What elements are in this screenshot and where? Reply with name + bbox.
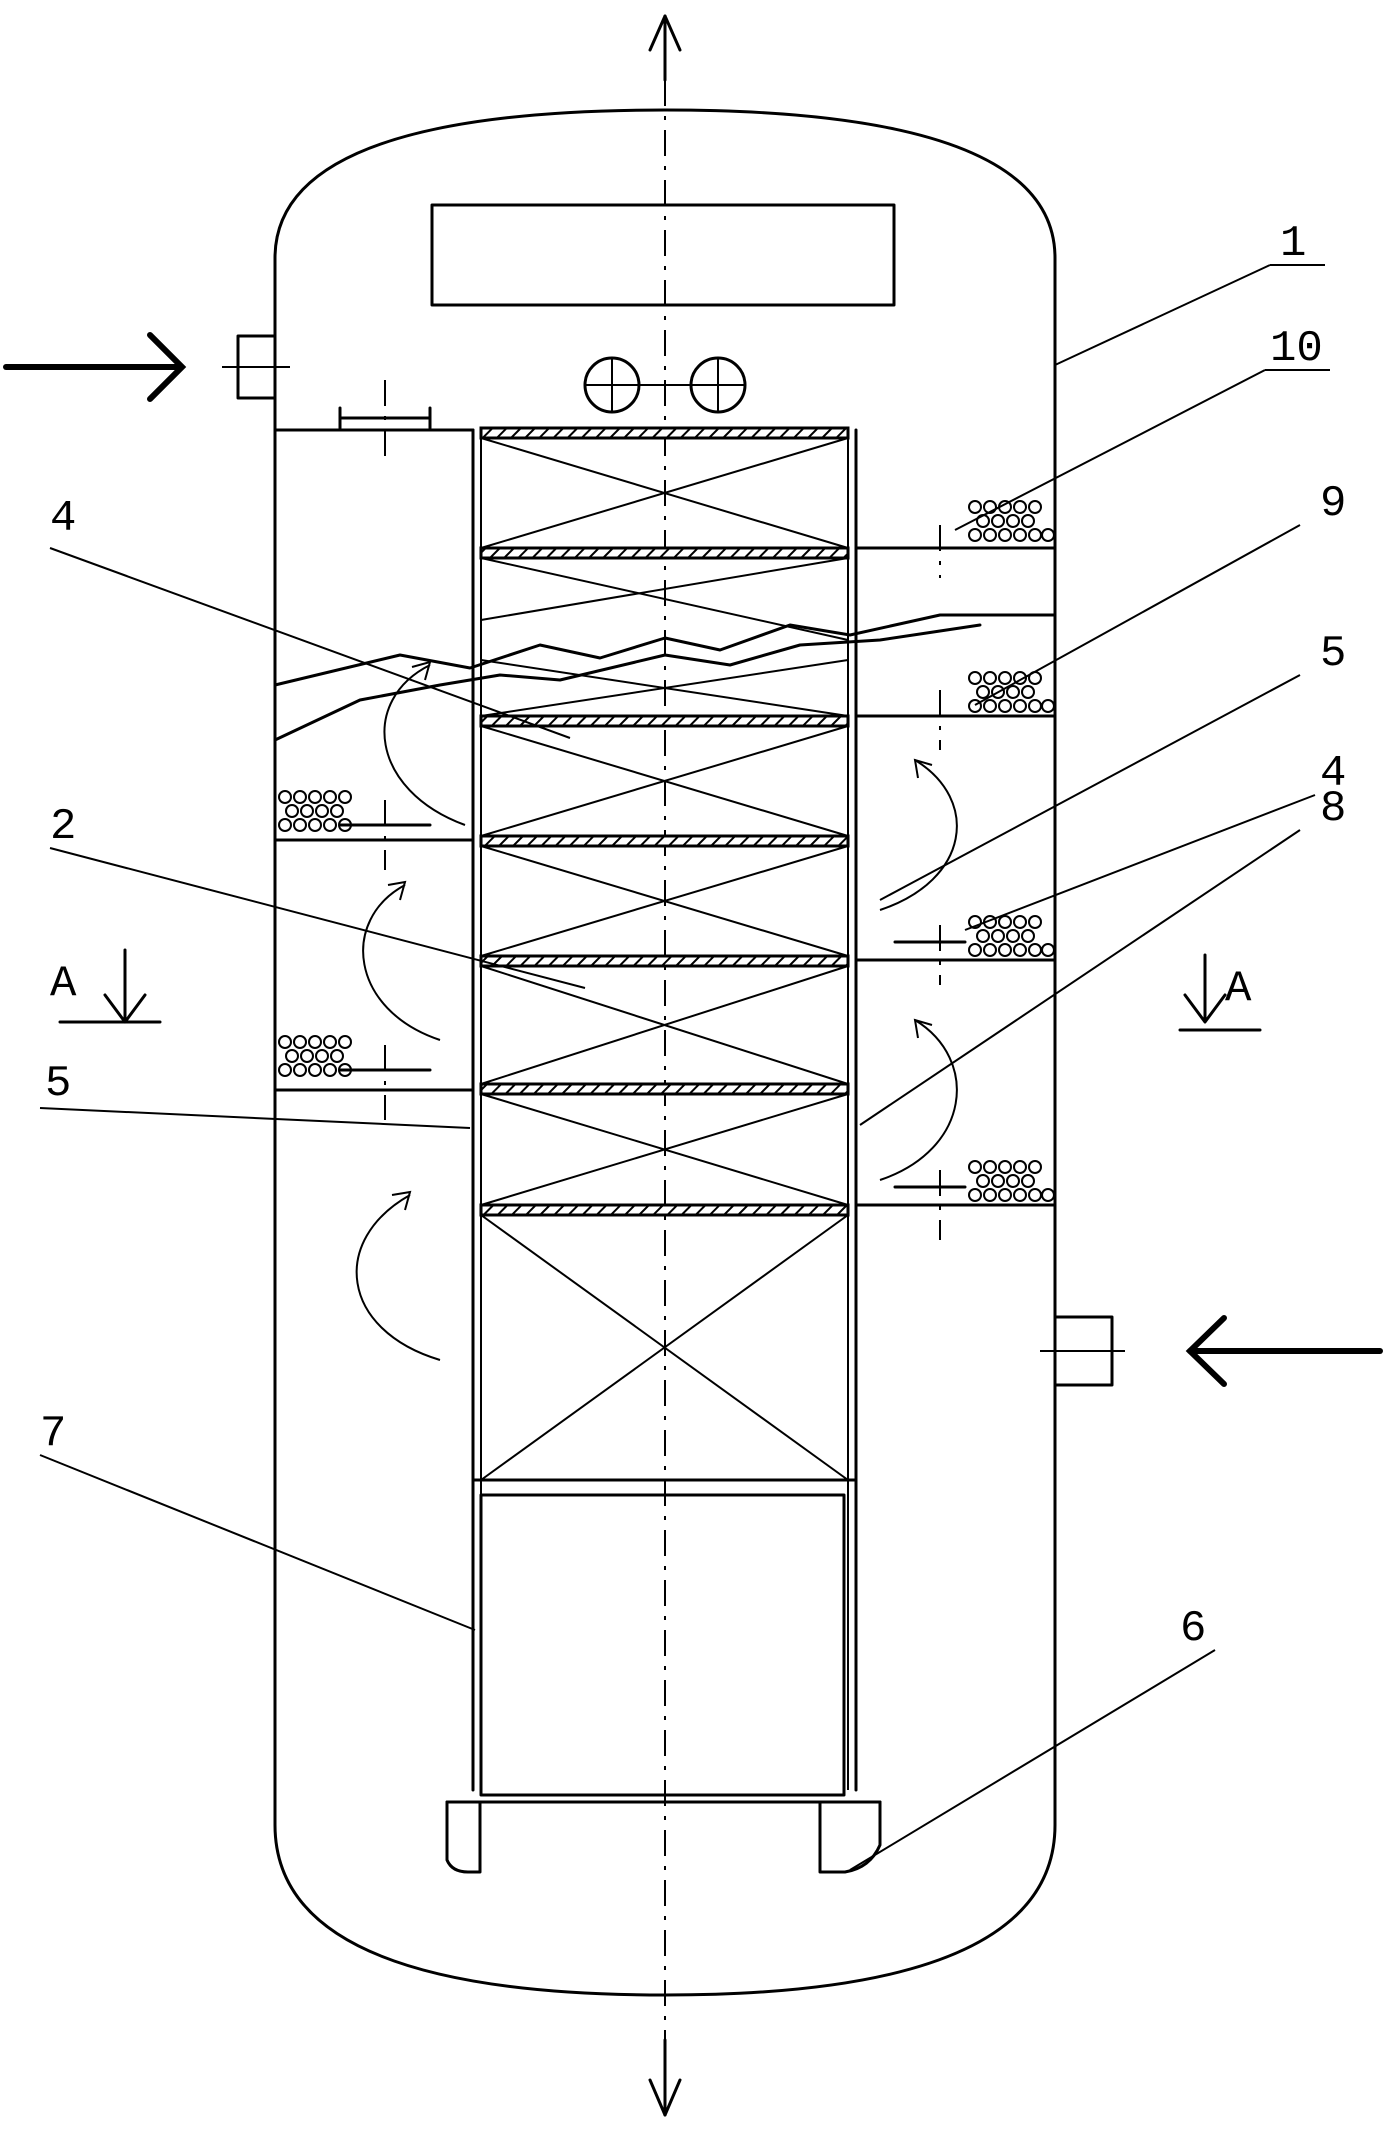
top-outlet-arrow	[648, 14, 682, 82]
supports	[445, 1800, 882, 1874]
tray	[479, 546, 850, 560]
label-section-right: A	[1225, 964, 1252, 1014]
label-coil-top: 10	[1270, 324, 1323, 374]
bottom-outlet-arrow	[648, 2038, 682, 2117]
coil-bundle-left-1	[278, 790, 432, 870]
label-inner-cylinder: 7	[40, 1409, 66, 1459]
label-shell: 1	[1280, 219, 1306, 269]
coil-bundle-right-4	[893, 1160, 1055, 1240]
tray	[479, 714, 850, 728]
label-wall: 8	[1320, 784, 1346, 834]
label-support: 6	[1180, 1604, 1206, 1654]
flow-arrows	[355, 660, 958, 1361]
left-inlet	[3, 332, 290, 402]
break-line	[273, 613, 1057, 687]
tray	[479, 954, 850, 968]
label-tray-right: 4	[1320, 749, 1346, 799]
twin-circles	[583, 356, 747, 414]
top-left-nozzle	[338, 380, 432, 460]
break-line-lower	[273, 623, 982, 742]
coil-bundle-mid-right	[939, 671, 1055, 750]
packed-beds	[471, 426, 858, 1482]
label-space-right: 5	[1320, 629, 1346, 679]
coil-bundle-top-right	[854, 500, 1055, 578]
tray	[479, 1203, 850, 1217]
vessel-shell	[273, 108, 1057, 1997]
inner-cylinder	[479, 1493, 846, 1797]
tray	[479, 426, 850, 440]
label-coil-mid: 9	[1320, 479, 1346, 529]
label-space-left: 5	[45, 1059, 71, 1109]
tray	[479, 834, 850, 848]
leader-lines	[39, 264, 1330, 1871]
label-section-left: A	[50, 959, 77, 1009]
tray	[479, 1082, 850, 1096]
label-packing: 2	[50, 802, 76, 852]
coil-bundle-left-2	[278, 1035, 432, 1120]
section-mark-left	[58, 948, 162, 1024]
section-mark-right	[1178, 953, 1262, 1032]
left-partitions	[273, 428, 475, 1092]
label-tray-upper-left: 4	[50, 494, 76, 544]
top-internal-box	[430, 203, 896, 307]
right-inlet	[1040, 1315, 1383, 1387]
